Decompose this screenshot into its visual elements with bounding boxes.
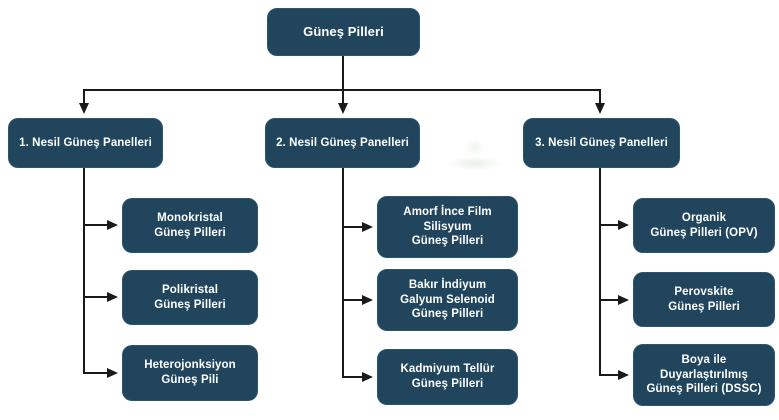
node-perovskite: Perovskite Güneş Pilleri [633,272,775,327]
node-gen3-header: 3. Nesil Güneş Panelleri [523,118,680,168]
node-monokristal: Monokristal Güneş Pilleri [122,198,258,253]
node-bakir-indiyum: Bakır İndiyum Galyum Selenoid Güneş Pill… [377,269,518,331]
node-boya-dssc: Boya ile Duyarlaştırılmış Güneş Pilleri … [633,344,775,406]
node-gen1-header: 1. Nesil Güneş Panelleri [8,118,163,168]
node-gunes-pilleri: Güneş Pilleri [267,8,420,56]
node-gen2-header: 2. Nesil Güneş Panelleri [265,118,420,168]
node-amorf-ince-film: Amorf İnce Film Silisyum Güneş Pilleri [377,196,518,258]
node-polikristal: Polikristal Güneş Pilleri [122,270,258,325]
node-kadmiyum-tellur: Kadmiyum Tellür Güneş Pilleri [377,349,518,405]
node-organik-opv: Organik Güneş Pilleri (OPV) [633,198,775,253]
node-heterojonksiyon: Heterojonksiyon Güneş Pili [122,345,258,401]
